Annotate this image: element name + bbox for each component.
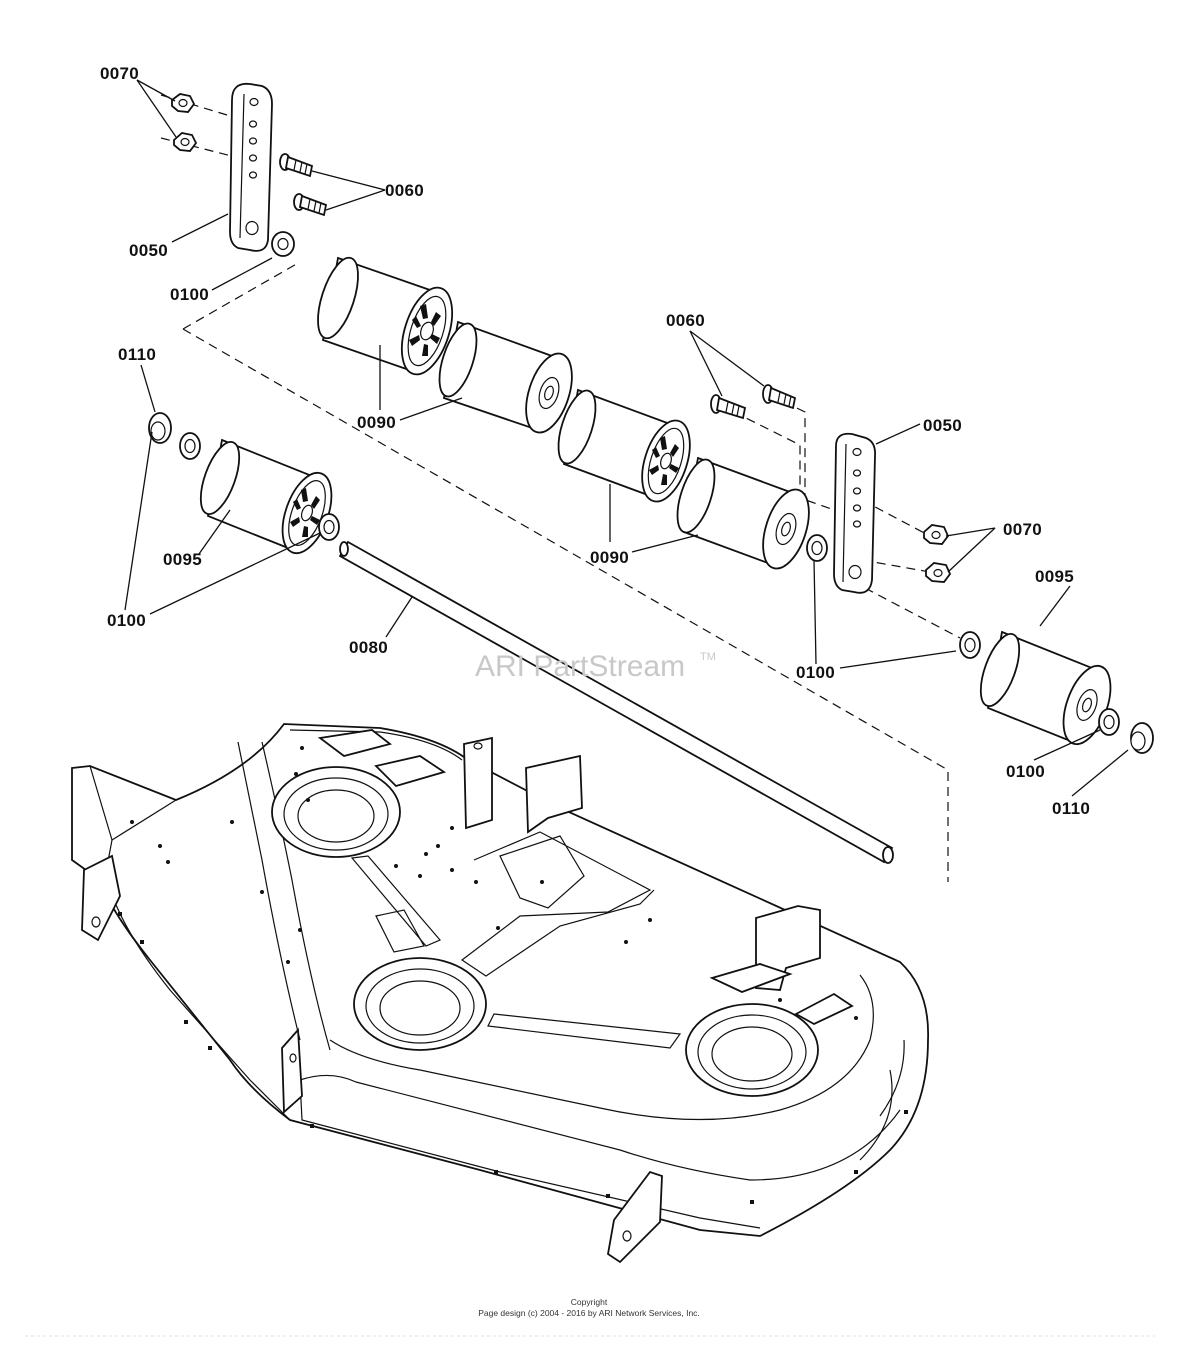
flange-nut-right-upper[interactable] (923, 524, 950, 545)
carriage-bolt-right-2[interactable] (762, 384, 797, 410)
roller-0095-right[interactable] (973, 629, 1120, 750)
spindle-right (685, 1003, 819, 1097)
spindle-left (271, 766, 401, 858)
flange-nut-right-lower[interactable] (925, 562, 952, 583)
footer-copyright: Copyright (571, 1297, 608, 1307)
flange-nut-upper[interactable] (171, 93, 196, 113)
roller-0090-right[interactable] (670, 455, 818, 574)
callout-0090-left: 0090 (357, 413, 396, 432)
callout-0100-right: 0100 (1006, 762, 1045, 781)
callout-0060-top: 0060 (385, 181, 424, 200)
deck-slots (118, 912, 908, 1204)
callout-0100-left: 0100 (107, 611, 146, 630)
bracket-right-0050[interactable] (833, 432, 876, 594)
washer-left-outer[interactable] (179, 432, 201, 460)
bushing-0110-right[interactable] (1130, 722, 1154, 754)
callout-0095-right: 0095 (1035, 567, 1074, 586)
callout-0110-left: 0110 (118, 345, 156, 364)
roller-0090-upper-mid[interactable] (432, 319, 581, 438)
deck-holes (130, 746, 858, 1020)
callout-0095-left: 0095 (163, 550, 202, 569)
carriage-bolt-right-1[interactable] (710, 394, 747, 420)
callout-0070-right: 0070 (1003, 520, 1042, 539)
leader-lines (124, 79, 1129, 797)
carriage-bolt-upper[interactable] (279, 153, 314, 178)
carriage-bolt-lower[interactable] (293, 193, 328, 217)
roller-0090-upper-left[interactable] (310, 253, 462, 380)
shaft-0080[interactable] (338, 540, 894, 864)
roller-0090-mid[interactable] (551, 386, 699, 507)
callout-0100-top: 0100 (170, 285, 209, 304)
washer-top[interactable] (271, 231, 295, 257)
washer-left-inner[interactable] (318, 513, 340, 541)
spindle-center (353, 957, 487, 1051)
callout-labels: 0070 0060 0050 0100 0110 0090 0095 0100 … (100, 64, 1090, 818)
watermark-tm: TM (700, 651, 716, 663)
callout-0050-left: 0050 (129, 241, 168, 260)
callout-0060-right: 0060 (666, 311, 705, 330)
callout-0080: 0080 (349, 638, 388, 657)
washer-right-outer[interactable] (1098, 708, 1120, 736)
callout-0070-top: 0070 (100, 64, 139, 83)
washer-right-inner[interactable] (959, 631, 981, 659)
bracket-left-0050[interactable] (229, 82, 273, 252)
callout-0090-mid: 0090 (590, 548, 629, 567)
callout-0100-mid: 0100 (796, 663, 835, 682)
footer-page-design: Page design (c) 2004 - 2016 by ARI Netwo… (478, 1308, 700, 1318)
bushing-0110-left[interactable] (148, 412, 172, 444)
washer-mid-right[interactable] (806, 534, 828, 562)
watermark: ARI PartStream (475, 650, 685, 683)
mower-deck[interactable] (71, 723, 929, 1264)
flange-nut-lower[interactable] (173, 132, 198, 152)
roller-0095-left[interactable] (193, 437, 341, 559)
callout-0050-right: 0050 (923, 416, 962, 435)
callout-0110-right: 0110 (1052, 799, 1090, 818)
